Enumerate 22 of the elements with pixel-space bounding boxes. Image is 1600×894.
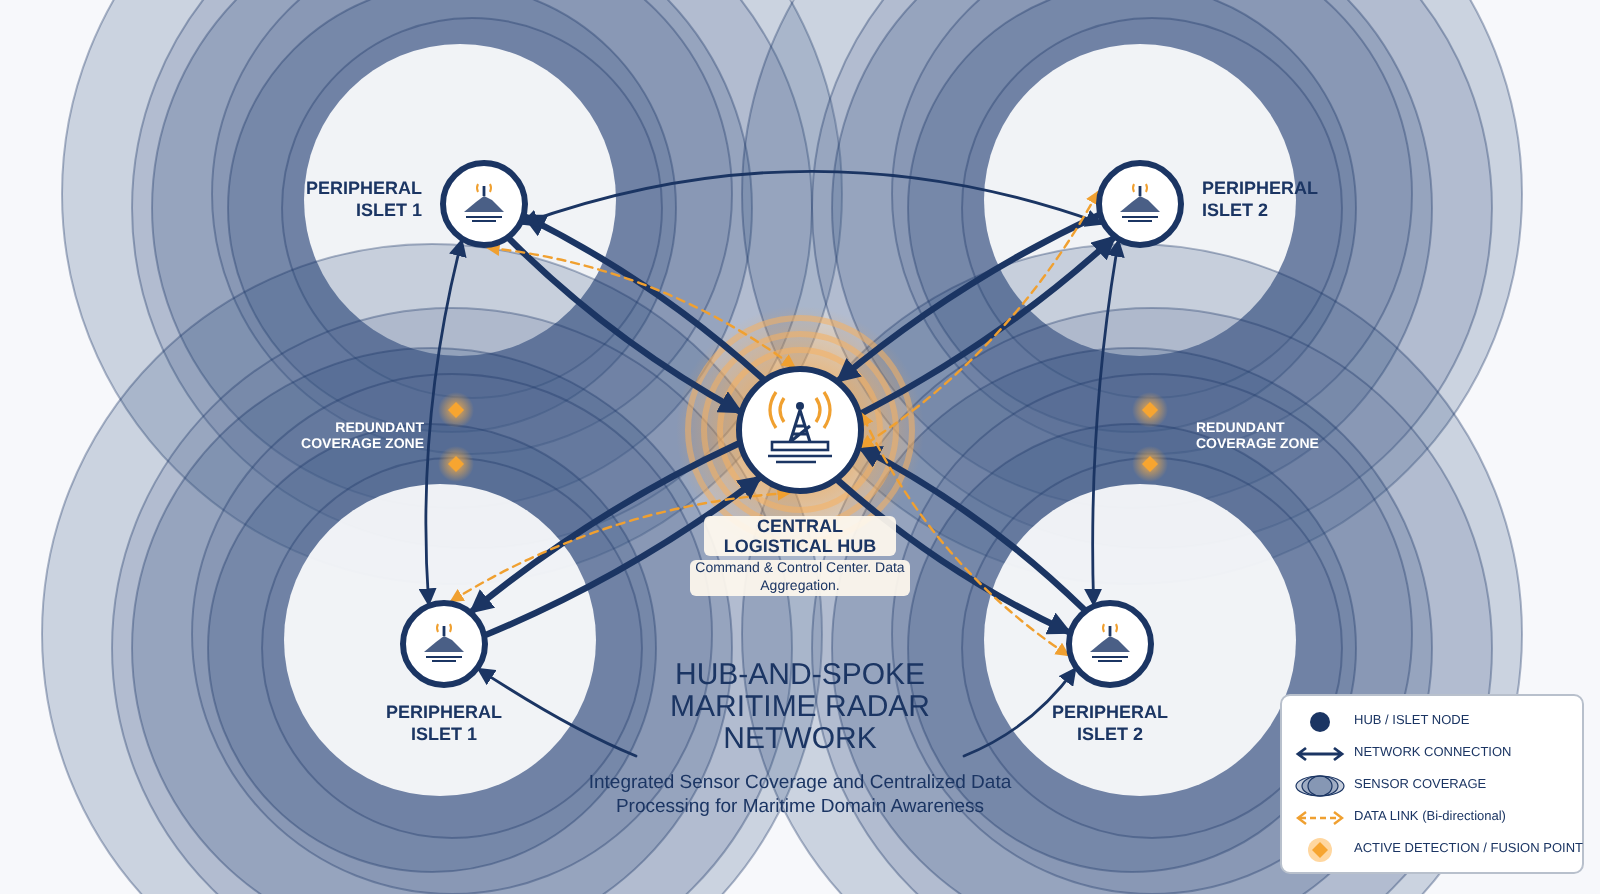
network-arrow <box>962 666 1077 758</box>
network-arrow <box>520 169 1104 228</box>
node-label: PERIPHERAL ISLET 1 <box>303 178 422 222</box>
node-label: PERIPHERAL ISLET 2 <box>1049 702 1170 746</box>
network-arrow <box>483 475 763 638</box>
data-link-arrow <box>859 190 1099 449</box>
network-arrow <box>835 477 1073 635</box>
network-arrow <box>835 212 1101 383</box>
diagram-caption: Integrated Sensor Coverage and Centralized Data Processing for Maritime Domain Awareness <box>586 772 1014 820</box>
network-arrow <box>418 238 467 607</box>
network-arrow <box>506 236 743 415</box>
network-arrow <box>468 440 741 614</box>
network-arrow <box>1084 238 1125 607</box>
data-link-arrow <box>449 487 792 603</box>
data-link-arrow <box>860 411 1070 657</box>
node-label: CENTRAL LOGISTICAL HUB <box>704 516 896 556</box>
network-arrow <box>858 235 1117 417</box>
diagram-title: HUB-AND-SPOKE MARITIME RADAR NETWORK <box>667 660 932 756</box>
network-arrow <box>857 444 1087 612</box>
network-arrow <box>476 667 638 758</box>
data-link-arrow <box>485 242 796 368</box>
node-label: PERIPHERAL ISLET 1 <box>383 702 504 746</box>
